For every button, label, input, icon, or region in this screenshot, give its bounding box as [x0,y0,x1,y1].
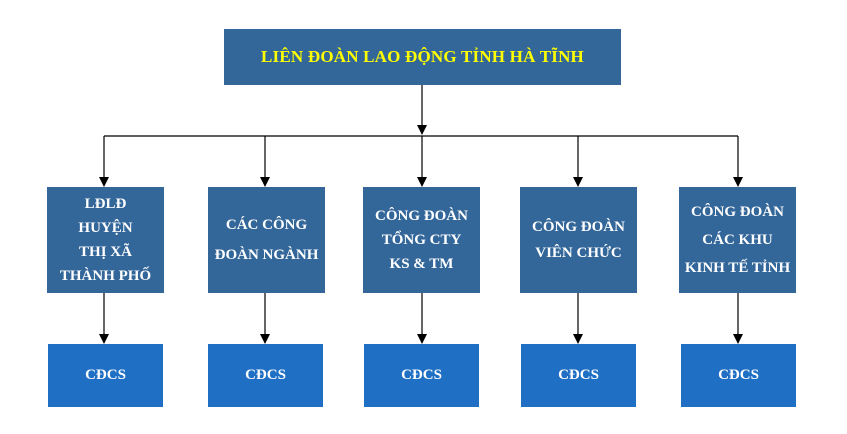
unit-node-district-federations: LĐLĐ HUYỆN THỊ XÃ THÀNH PHỐ [47,187,164,293]
unit-node-line: HUYỆN [78,220,133,236]
grassroots-union-node: CĐCS [208,344,323,407]
unit-node-line: THỊ XÃ [79,244,132,260]
root-node: LIÊN ĐOÀN LAO ĐỘNG TỈNH HÀ TĨNH [224,29,621,85]
unit-node-line: KS & TM [389,256,454,272]
grassroots-union-label: CĐCS [401,367,442,383]
unit-node-corporation-union: CÔNG ĐOÀN TỔNG CTY KS & TM [363,187,480,293]
grassroots-union-node: CĐCS [681,344,796,407]
unit-node-line: CÁC CÔNG [225,217,308,233]
grassroots-union-label: CĐCS [85,367,126,383]
unit-node-line: CÔNG ĐOÀN [691,204,784,220]
unit-node-line: VIÊN CHỨC [535,245,622,261]
unit-node-line: KINH TẾ TỈNH [684,260,791,276]
unit-node-line: ĐOÀN NGÀNH [214,247,319,263]
grassroots-union-label: CĐCS [718,367,759,383]
grassroots-union-label: CĐCS [558,367,599,383]
grassroots-union-node: CĐCS [521,344,636,407]
unit-node-economic-zones-union: CÔNG ĐOÀN CÁC KHU KINH TẾ TỈNH [679,187,796,293]
unit-node-line: THÀNH PHỐ [59,268,152,284]
unit-node-civil-servants-union: CÔNG ĐOÀN VIÊN CHỨC [520,187,637,293]
grassroots-union-node: CĐCS [364,344,479,407]
unit-node-line: CÔNG ĐOÀN [375,208,468,224]
grassroots-union-label: CĐCS [245,367,286,383]
unit-node-line: CÔNG ĐOÀN [532,219,625,235]
unit-node-line: CÁC KHU [702,232,773,248]
unit-node-line: LĐLĐ [84,196,127,212]
unit-node-sector-unions: CÁC CÔNG ĐOÀN NGÀNH [208,187,325,293]
root-node-label: LIÊN ĐOÀN LAO ĐỘNG TỈNH HÀ TĨNH [261,47,584,66]
unit-node-line: TỔNG CTY [381,232,462,248]
grassroots-union-node: CĐCS [48,344,163,407]
